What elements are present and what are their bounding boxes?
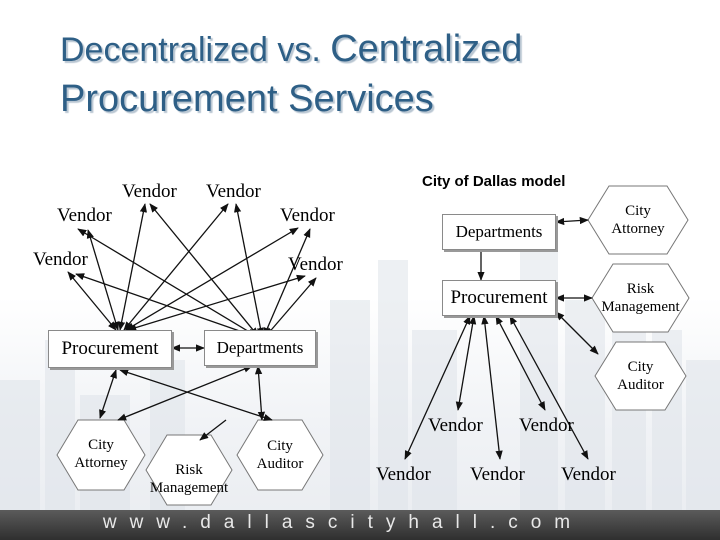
arrow-cen-dept-attorney xyxy=(555,216,589,226)
cen-risk-line1: Risk xyxy=(626,281,655,297)
dec-vendor-1: Vendor xyxy=(122,181,177,202)
cen-city-auditor-label: City Auditor xyxy=(595,358,686,394)
hexagon-left-city-attorney xyxy=(56,419,146,491)
dec-vendor-4: Vendor xyxy=(280,205,335,226)
cen-vendor-2: Vendor xyxy=(519,415,574,436)
arrow-dec-16 xyxy=(117,365,253,421)
cen-departments-label: Departments xyxy=(455,222,543,241)
hexagon-right-city-auditor xyxy=(594,341,687,411)
arrow-cen-v5 xyxy=(509,315,589,460)
arrow-cen-v3 xyxy=(481,315,503,460)
slide-title-line-1: Decentralized vs. Centralized xyxy=(60,28,522,71)
arrow-dec-8 xyxy=(149,203,259,337)
dec-risk-line2: Management xyxy=(149,480,229,496)
cen-vendor-3: Vendor xyxy=(376,464,431,485)
dec-city-attorney-label: City Attorney xyxy=(57,436,145,472)
arrow-dec-10 xyxy=(263,228,311,337)
cen-auditor-line1: City xyxy=(627,359,654,375)
title-part-1: Decentralized vs. xyxy=(60,31,331,69)
cen-auditor-line2: Auditor xyxy=(617,377,664,393)
cen-procurement-label: Procurement xyxy=(450,287,548,308)
cen-vendor-4: Vendor xyxy=(470,464,525,485)
hexagon-right-city-attorney xyxy=(587,185,689,255)
arrow-dec-14 xyxy=(99,369,117,419)
arrow-dec-11 xyxy=(75,273,255,337)
dec-vendor-3: Vendor xyxy=(57,205,112,226)
cen-procurement-box: Procurement xyxy=(442,280,556,316)
hexagon-left-risk-management xyxy=(145,434,233,506)
slide-title-line-2: Procurement Services xyxy=(60,78,434,121)
arrow-dec-18 xyxy=(199,419,227,441)
dec-vendor-2: Vendor xyxy=(206,181,261,202)
arrow-cen-v1 xyxy=(404,315,471,460)
arrow-dec-7 xyxy=(77,228,257,337)
title-part-2: Centralized xyxy=(330,28,523,70)
arrow-cen-proc-auditor xyxy=(555,311,599,355)
dec-city-attorney-line1: City xyxy=(88,437,114,453)
arrow-dec-9 xyxy=(234,203,264,337)
dec-procurement-box: Procurement xyxy=(48,330,172,368)
dec-risk-management-label: Risk Management xyxy=(146,461,232,497)
cen-departments-box: Departments xyxy=(442,214,556,250)
dec-city-attorney-line2: Attorney xyxy=(74,455,128,471)
cen-attorney-line2: Attorney xyxy=(611,221,665,237)
title-line-2-text: Procurement Services xyxy=(60,78,434,120)
dec-vendor-6: Vendor xyxy=(288,254,343,275)
footer-url: www.dallascityhall.com xyxy=(102,512,584,533)
dec-departments-box: Departments xyxy=(204,330,316,366)
arrow-dec-15 xyxy=(119,369,273,421)
cen-vendor-5: Vendor xyxy=(561,464,616,485)
dec-vendor-5: Vendor xyxy=(33,249,88,270)
arrow-dec-17 xyxy=(254,365,266,421)
cen-attorney-line1: City xyxy=(625,203,651,219)
arrow-cen-v2 xyxy=(455,315,477,411)
arrow-dec-3 xyxy=(123,203,229,331)
dec-risk-line1: Risk xyxy=(175,462,203,478)
hexagon-right-risk-management xyxy=(591,263,690,333)
footer-bar xyxy=(0,510,720,540)
model-title: City of Dallas model xyxy=(422,173,566,190)
cen-risk-line2: Management xyxy=(601,299,680,315)
dec-departments-label: Departments xyxy=(216,338,304,357)
arrow-dec-12 xyxy=(265,277,317,337)
dec-city-auditor-label: City Auditor xyxy=(237,437,323,473)
arrow-cen-v4 xyxy=(495,315,546,411)
cen-city-attorney-label: City Attorney xyxy=(588,202,688,238)
cen-vendor-1: Vendor xyxy=(428,415,483,436)
dec-auditor-line2: Auditor xyxy=(256,456,304,472)
dec-auditor-line1: City xyxy=(267,438,293,454)
dec-procurement-label: Procurement xyxy=(61,338,159,359)
cen-risk-management-label: Risk Management xyxy=(592,280,689,316)
